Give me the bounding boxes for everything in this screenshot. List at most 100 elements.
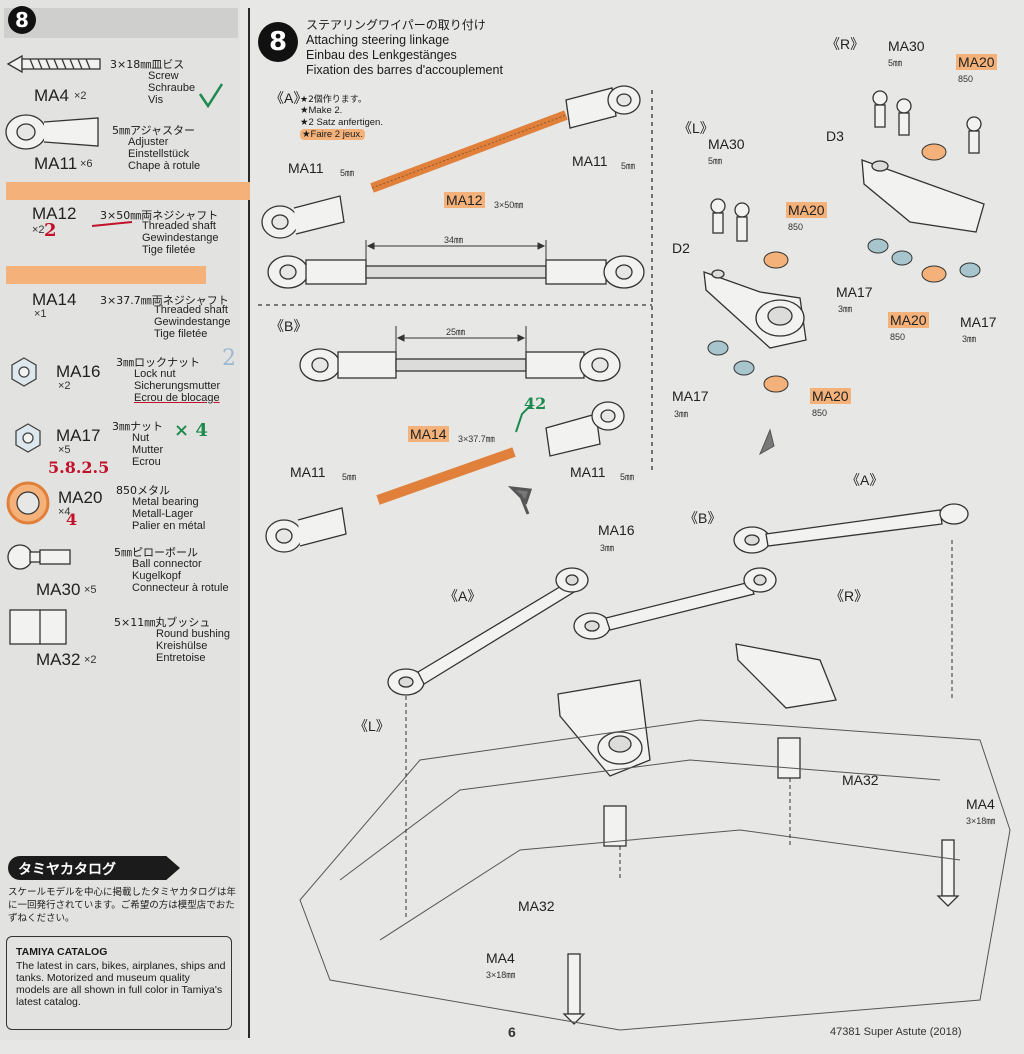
part-en-ma12: Threaded shaft: [142, 220, 216, 232]
page-number: 6: [508, 1024, 516, 1040]
label-ma30-r: MA30: [888, 38, 925, 54]
part-qty-ma12: ×2: [32, 224, 45, 236]
catalog-title-jp: タミヤカタログ: [18, 862, 116, 878]
part-fr-ma30: Connecteur à rotule: [132, 582, 229, 594]
steering-arm-d2: [703, 269, 807, 349]
part-en-ma11: Adjuster: [128, 136, 169, 148]
label-ma30-r-size: 5㎜: [888, 58, 903, 68]
part-fr-ma20: Palier en métal: [132, 520, 206, 532]
handwritten-note-ma17: × 4: [174, 420, 208, 441]
part-en-ma30: Ball connector: [132, 558, 202, 570]
note-fr: ★Faire 2 jeux.: [300, 129, 365, 140]
part-en-ma20: Metal bearing: [132, 496, 199, 508]
handwritten-note-ma20: 5.8.2.5: [48, 458, 110, 477]
catalog-header-bar: [8, 856, 180, 880]
part-fr-ma4: Vis: [148, 94, 164, 106]
sidebar-parts-art: [5, 54, 250, 645]
assembly-label-ma4-bottom-size: 3×18㎜: [486, 970, 516, 980]
step-title-en: Attaching steering linkage: [306, 33, 450, 47]
label-ma17-r2: MA17: [960, 314, 997, 330]
part-fr-ma17: Ecrou: [132, 456, 161, 468]
threaded-shaft-icon: [6, 182, 250, 200]
adjuster-icon: [5, 114, 99, 150]
assembly-label-ma16: MA16: [598, 522, 635, 538]
assembly-label-ma4-right-size: 3×18㎜: [966, 816, 996, 826]
step-title-fr: Fixation des barres d'accouplement: [306, 63, 503, 77]
assembly-label-r: 《R》: [830, 588, 869, 604]
part-qty-ma14: ×1: [34, 308, 47, 320]
part-jp-ma11: 5㎜アジャスター: [112, 124, 196, 137]
assembly-label-a-right: 《A》: [846, 472, 884, 488]
label-5mm-a-left: 5㎜: [340, 168, 355, 178]
final-rod-b: [573, 567, 777, 640]
dimension-34: [365, 240, 547, 262]
catalog-title-en: TAMIYA CATALOG: [16, 946, 108, 958]
part-de-ma17: Mutter: [132, 444, 164, 456]
steering-arm-d3: [861, 159, 985, 233]
step-badge: 8: [258, 22, 298, 62]
label-ma20-r-bottom-sub: 850: [890, 332, 906, 342]
assembled-rod-b: [299, 348, 621, 382]
part-de-ma20: Metall-Lager: [132, 508, 194, 520]
label-d3: D3: [826, 128, 844, 144]
assembly-label-a-left: 《A》: [444, 588, 482, 604]
label-ma11-b-right: MA11: [570, 464, 606, 480]
label-ma11-b-left: MA11: [290, 464, 326, 480]
nut-icon: [15, 423, 41, 453]
catalog-text-en: The latest in cars, bikes, airplanes, sh…: [16, 960, 226, 1008]
label-ma30-l: MA30: [708, 136, 745, 152]
part-jp-ma20: 850メタル: [116, 484, 170, 497]
label-d2: D2: [672, 240, 690, 256]
part-de-ma12: Gewindestange: [142, 232, 219, 244]
label-ma17-r: MA17: [836, 284, 873, 300]
column-divider: [248, 8, 250, 1038]
part-de-ma30: Kugelkopf: [132, 570, 181, 582]
dimension-25-label: 25㎜: [446, 327, 466, 337]
part-qty-ma32: ×2: [84, 654, 97, 666]
part-en-ma14: Threaded shaft: [154, 304, 228, 316]
part-fr-ma11: Chape à rotule: [128, 160, 201, 172]
part-de-ma32: Kreishülse: [156, 640, 208, 652]
label-ma20-r: MA20: [956, 54, 997, 70]
label-ma17-r2-size: 3㎜: [962, 334, 977, 344]
part-jp-ma16: 3㎜ロックナット: [116, 356, 200, 369]
threaded-shaft-short-icon: [6, 266, 206, 284]
bearings-r: [921, 143, 947, 283]
part-code-ma32: MA32: [36, 650, 81, 669]
assembly-label-ma32-left: MA32: [518, 898, 555, 914]
screw-icon: [6, 54, 101, 74]
label-5mm-b-right: 5㎜: [620, 472, 635, 482]
chassis-outline: [299, 719, 1011, 1031]
assembled-rod-a: [267, 255, 645, 289]
part-jp-ma4: 3×18㎜皿ビス: [110, 58, 185, 71]
round-bushing-icon: [9, 609, 67, 645]
part-qty-ma4: ×2: [74, 90, 87, 102]
label-ma20-r-bottom: MA20: [888, 312, 929, 328]
sidebar-header-bar: [4, 8, 238, 38]
part-fr-ma32: Entretoise: [156, 652, 206, 664]
nuts-r: [867, 238, 981, 278]
model-footer: 47381 Super Astute (2018): [830, 1026, 962, 1038]
section-a-label: 《A》: [270, 90, 308, 106]
part-jp-ma17: 3㎜ナット: [112, 420, 163, 433]
threaded-shaft-b: [376, 447, 516, 505]
assembly-label-b: 《B》: [684, 510, 722, 526]
label-ma20-r-sub: 850: [958, 74, 974, 84]
label-ma12-size: 3×50㎜: [494, 200, 524, 210]
rod-end-left-b: [265, 507, 347, 553]
handwritten-arrow: [515, 403, 533, 433]
lock-nut-icon: [11, 357, 37, 387]
nuts-l: [707, 340, 755, 376]
label-ma20-l: MA20: [786, 202, 827, 218]
final-arm-right: [735, 643, 837, 709]
handwritten-note2-ma20: 4: [66, 510, 78, 529]
down-arrow-icon-2: [758, 428, 775, 456]
assembly-label-ma16-size: 3㎜: [600, 543, 615, 553]
bushing-ma32-left: [603, 805, 627, 847]
label-ma11-a-right: MA11: [572, 153, 608, 169]
part-jp-ma30: 5㎜ピローボール: [114, 546, 198, 559]
part-qty-ma11: ×6: [80, 158, 93, 170]
part-qty-ma17: ×5: [58, 444, 71, 456]
